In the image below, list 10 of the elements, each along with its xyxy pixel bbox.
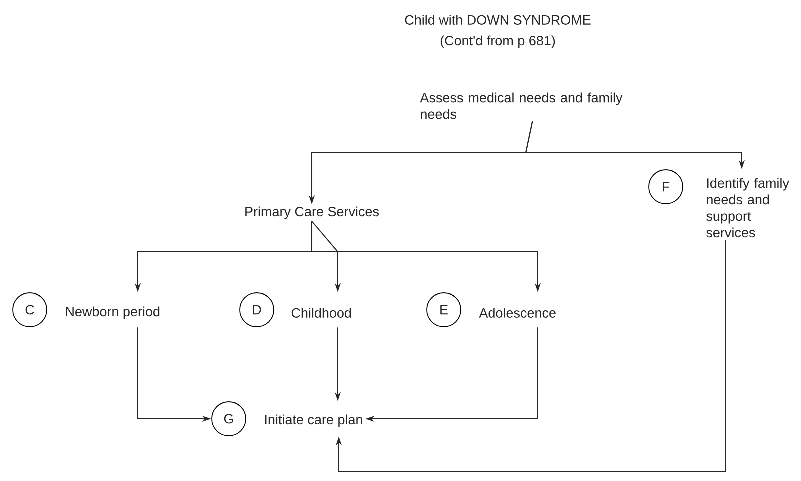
step-text: Newborn period — [66, 306, 160, 320]
step-text: Initiate care plan — [265, 414, 362, 428]
arrow — [336, 240, 726, 472]
step-text: Primary Care Services — [246, 206, 379, 220]
title: Child with DOWN SYNDROME — [405, 15, 591, 25]
step-text: Childhood — [292, 308, 352, 318]
step-text: Adolescence — [479, 308, 556, 318]
note: (Cont'd from p 681) — [440, 36, 556, 48]
step-text: Identify family needs and support services — [706, 178, 790, 238]
step-text: Assess medical needs and family needs — [420, 92, 623, 120]
